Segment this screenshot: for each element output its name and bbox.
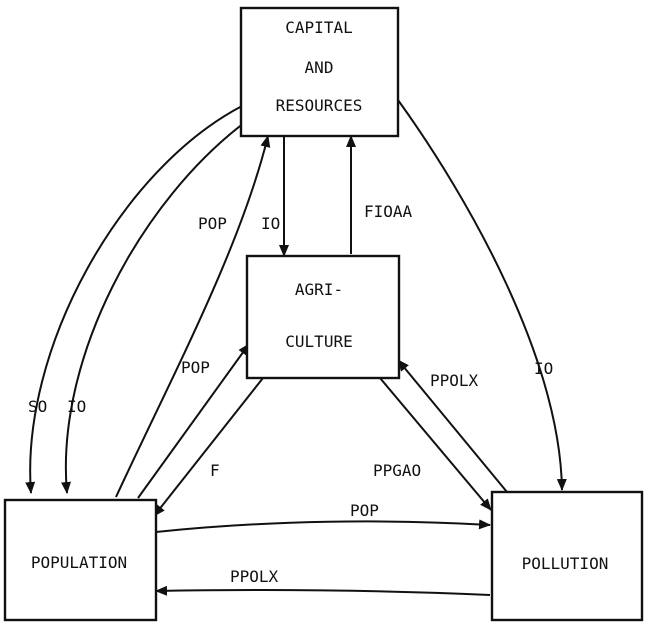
arrow-capital-to-population-io — [61, 119, 249, 494]
label-fioaa: FIOAA — [364, 202, 413, 221]
arrow-capital-to-pollution-io — [397, 99, 567, 491]
label-pop-capital: POP — [198, 214, 227, 233]
arrow-agriculture-to-population-f — [153, 377, 264, 517]
edge-labels: SO IO POP IO FIOAA IO POP F PPOLX PPGAO … — [28, 202, 553, 586]
label-so: SO — [28, 397, 47, 416]
agriculture-line-1: AGRI- — [295, 280, 343, 299]
arrow-capital-to-population-so — [25, 105, 243, 494]
capital-line-2: AND — [305, 58, 334, 77]
arrow-population-to-pollution-pop — [155, 519, 491, 533]
label-pop-pollution: POP — [350, 501, 379, 520]
label-pop-agriculture: POP — [181, 358, 210, 377]
arrow-population-to-agriculture-pop — [137, 343, 250, 499]
population-label: POPULATION — [31, 553, 127, 572]
label-f: F — [210, 461, 220, 480]
capital-line-3: RESOURCES — [276, 96, 363, 115]
label-ppolx-population: PPOLX — [230, 567, 279, 586]
population-box: POPULATION — [3, 498, 158, 622]
label-io-population: IO — [67, 397, 86, 416]
capital-line-1: CAPITAL — [285, 18, 352, 37]
label-ppgao: PPGAO — [373, 461, 421, 480]
agriculture-box: AGRI- CULTURE — [245, 254, 401, 380]
label-io-pollution: IO — [534, 359, 553, 378]
arrow-pollution-to-agriculture-ppolx — [397, 359, 508, 493]
pollution-box: POLLUTION — [490, 490, 644, 622]
label-io-agriculture: IO — [261, 214, 280, 233]
label-ppolx-agriculture: PPOLX — [430, 371, 479, 390]
arrow-agriculture-to-pollution-ppgao — [379, 377, 492, 511]
agriculture-line-2: CULTURE — [285, 332, 352, 351]
arrow-population-to-capital-pop — [115, 135, 271, 498]
capital-resources-box: CAPITAL AND RESOURCES — [239, 6, 400, 138]
arrow-pollution-to-population-ppolx — [155, 585, 491, 596]
pollution-label: POLLUTION — [522, 554, 609, 573]
arrows — [25, 99, 567, 596]
